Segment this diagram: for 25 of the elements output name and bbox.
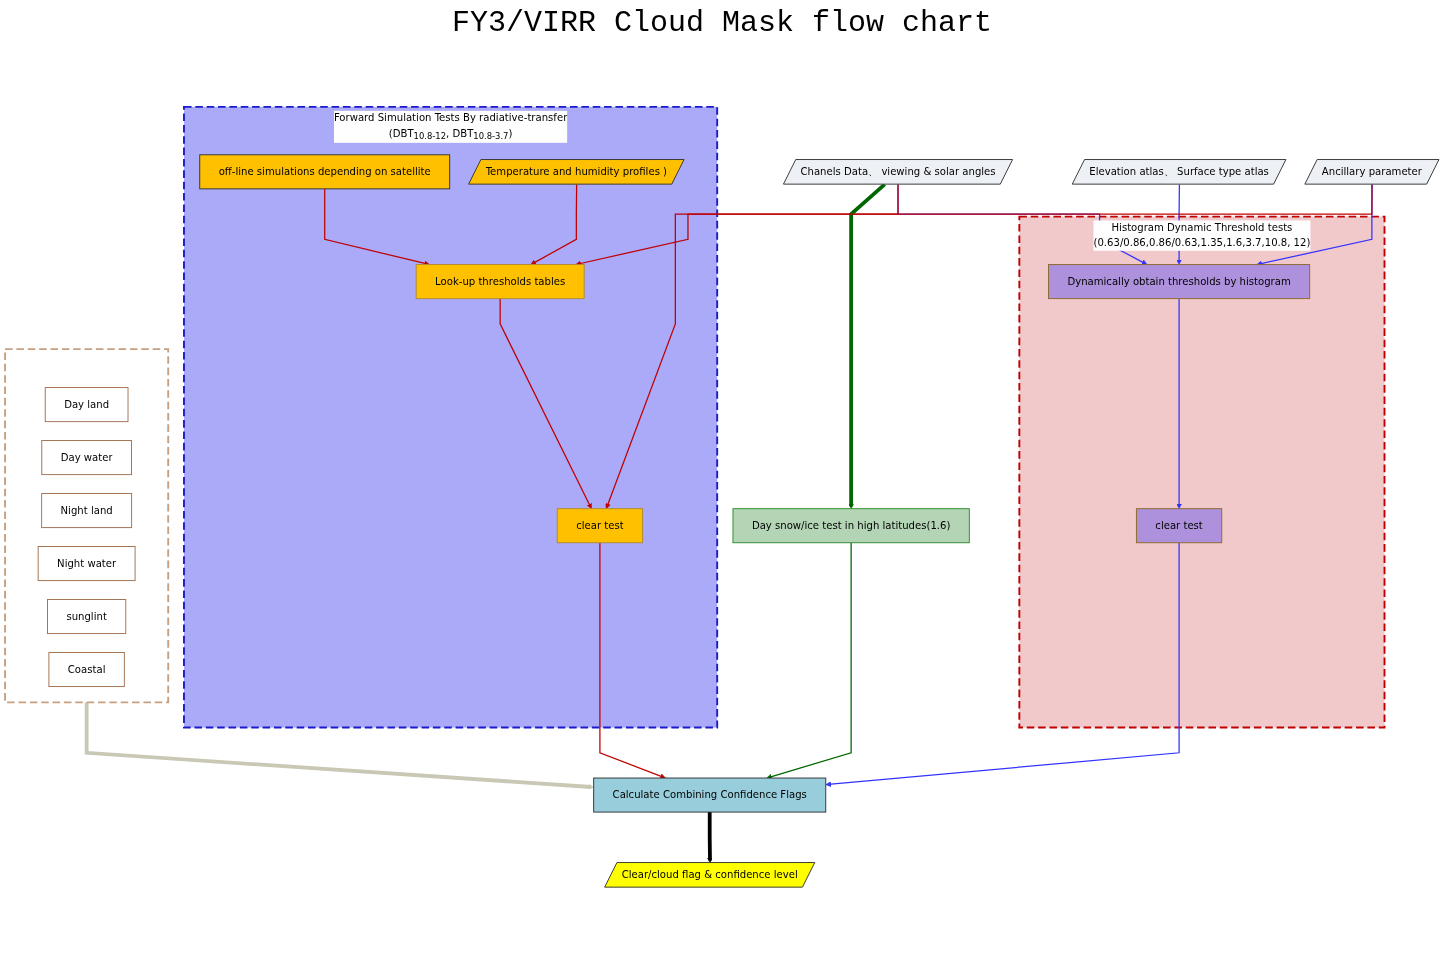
node-box: Coastal (48, 652, 125, 688)
node-box: Day land (44, 387, 129, 423)
arrow (605, 183, 899, 509)
node-box: off-line simulations depending on satellite (199, 154, 451, 190)
node-box: Day water (41, 440, 132, 476)
arrow (530, 183, 578, 265)
arrow (499, 298, 592, 509)
arrow (848, 183, 886, 509)
node-box: clear test (556, 508, 644, 544)
node-box: Night water (37, 546, 136, 582)
chart-title: FY3/VIRR Cloud Mask flow chart (450, 6, 994, 40)
arrow (766, 542, 852, 780)
node-box: clear test (1135, 508, 1223, 544)
arrow (825, 542, 1180, 787)
node-box: sunglint (47, 599, 127, 635)
node-box: Look-up thresholds tables (415, 264, 585, 300)
node-box: Day snow/ice test in high latitudes(1.6) (732, 508, 970, 544)
node-box: Calculate Combining Confidence Flags (593, 777, 827, 813)
cluster (4, 348, 170, 704)
arrow (599, 542, 666, 779)
node-box: Dynamically obtain thresholds by histogram (1048, 264, 1311, 300)
node-box: Night land (41, 493, 133, 529)
arrow (1176, 298, 1182, 509)
arrow (707, 812, 713, 864)
arrow (84, 702, 594, 790)
